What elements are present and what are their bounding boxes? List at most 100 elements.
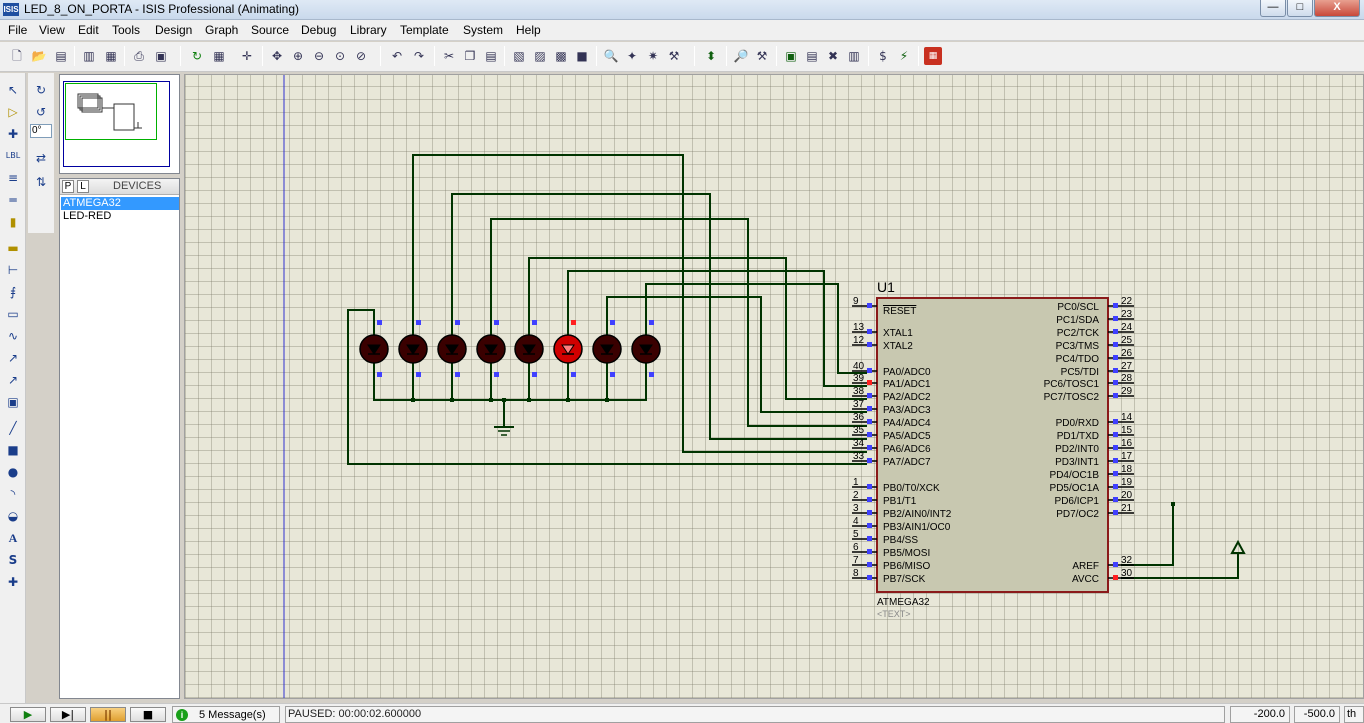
menu-debug[interactable]: Debug: [301, 23, 337, 37]
origin-icon[interactable]: ✛: [241, 49, 253, 63]
package-tool-icon[interactable]: ✷: [647, 49, 659, 63]
block-delete-icon[interactable]: ■: [576, 49, 588, 63]
generator-icon[interactable]: ∿: [7, 329, 19, 343]
rotate-anticlockwise-icon[interactable]: ↺: [35, 105, 47, 119]
overview-window[interactable]: [59, 74, 180, 174]
zoom-all-icon[interactable]: ⊙: [334, 49, 346, 63]
ares-netlist-icon[interactable]: ▦: [924, 47, 942, 65]
rotate-clockwise-icon[interactable]: ↻: [35, 83, 47, 97]
component-mode-icon[interactable]: ▷: [8, 105, 18, 119]
decompose-icon[interactable]: ⚒: [668, 49, 680, 63]
selection-mode-icon[interactable]: ↖: [7, 83, 19, 97]
search-tag-icon[interactable]: 🔎: [733, 49, 749, 63]
mcu-pin-state: [867, 523, 872, 528]
device-list-item[interactable]: LED-RED: [63, 210, 112, 222]
zoom-out-icon[interactable]: ⊖: [313, 49, 325, 63]
copy-icon[interactable]: ❐: [464, 49, 476, 63]
menu-edit[interactable]: Edit: [78, 23, 99, 37]
mcu-pin-state: [867, 445, 872, 450]
undo-icon[interactable]: ↶: [391, 49, 403, 63]
graph-mode-icon[interactable]: ⨎: [9, 285, 17, 299]
cut-icon[interactable]: ✂: [443, 49, 455, 63]
menu-graph[interactable]: Graph: [205, 23, 239, 37]
terminals-icon[interactable]: ▬: [7, 241, 19, 255]
library-manager-button[interactable]: L: [77, 180, 89, 193]
junction-dot-icon[interactable]: ✚: [7, 127, 19, 141]
refresh-icon[interactable]: ↻: [191, 49, 203, 63]
step-button[interactable]: ▶|: [50, 707, 86, 722]
messages-box[interactable]: i 5 Message(s): [172, 706, 280, 723]
arc-tool-icon[interactable]: ◝: [10, 487, 16, 501]
block-copy-icon[interactable]: ▧: [513, 49, 525, 63]
led-pin-marker: [649, 372, 654, 377]
box-tool-icon[interactable]: ■: [7, 443, 19, 457]
marker-tool-icon[interactable]: ✚: [7, 575, 19, 589]
new-file-icon[interactable]: 🗋: [12, 49, 22, 63]
grid-icon[interactable]: ▦: [213, 49, 225, 63]
minimize-button[interactable]: —: [1260, 0, 1286, 17]
zoom-in-icon[interactable]: ⊕: [292, 49, 304, 63]
menu-design[interactable]: Design: [155, 23, 193, 37]
tape-recorder-icon[interactable]: ▭: [7, 307, 19, 321]
stop-button[interactable]: ■: [130, 707, 166, 722]
menu-template[interactable]: Template: [400, 23, 449, 37]
maximize-button[interactable]: □: [1287, 0, 1313, 17]
zoom-area-icon[interactable]: ⊘: [355, 49, 367, 63]
menu-system[interactable]: System: [463, 23, 504, 37]
mcu-pin-state: [1113, 355, 1118, 360]
block-rotate-icon[interactable]: ▩: [555, 49, 567, 63]
voltage-probe-icon[interactable]: ↗: [7, 351, 19, 365]
redo-icon[interactable]: ↷: [413, 49, 425, 63]
play-button[interactable]: ▶: [10, 707, 46, 722]
pick-devices-button[interactable]: P: [62, 180, 74, 193]
import-icon[interactable]: ▥: [83, 49, 95, 63]
pick-device-icon[interactable]: 🔍: [603, 49, 619, 63]
overview-viewport[interactable]: [65, 83, 157, 140]
menu-view[interactable]: View: [39, 23, 65, 37]
remove-sheet-icon[interactable]: ▤: [806, 49, 818, 63]
block-move-icon[interactable]: ▨: [534, 49, 546, 63]
property-assign-icon[interactable]: ⚒: [756, 49, 768, 63]
device-pins-icon[interactable]: ⊢: [7, 263, 19, 277]
print-icon[interactable]: ⎙: [134, 49, 144, 63]
exit-parent-icon[interactable]: ✖: [827, 49, 839, 63]
wire-label-icon[interactable]: LBL: [5, 151, 21, 160]
subcircuit-icon[interactable]: ▮: [9, 215, 17, 229]
current-probe-icon[interactable]: ↗: [7, 373, 19, 387]
symbol-tool-icon[interactable]: S: [8, 553, 18, 567]
close-button[interactable]: X: [1314, 0, 1360, 17]
line-tool-icon[interactable]: ╱: [9, 421, 17, 435]
save-icon[interactable]: ▤: [55, 49, 67, 63]
mirror-horizontal-icon[interactable]: ⇄: [35, 151, 47, 165]
print-area-icon[interactable]: ▣: [155, 49, 167, 63]
rotation-angle-field[interactable]: 0°: [30, 124, 52, 138]
mcu-pin-state: [867, 575, 872, 580]
open-folder-icon[interactable]: 📂: [31, 49, 47, 63]
electrical-check-icon[interactable]: ⚡: [899, 49, 909, 63]
pause-button[interactable]: ||: [90, 707, 126, 722]
menu-source[interactable]: Source: [251, 23, 290, 37]
pan-icon[interactable]: ✥: [271, 49, 283, 63]
menu-help[interactable]: Help: [516, 23, 541, 37]
text-tool-icon[interactable]: A: [8, 531, 18, 545]
menu-file[interactable]: File: [8, 23, 28, 37]
circle-tool-icon[interactable]: ●: [7, 465, 19, 479]
wire-autorouter-icon[interactable]: ⬍: [705, 49, 717, 63]
bill-of-materials-icon[interactable]: $: [879, 49, 887, 63]
buses-icon[interactable]: ═: [9, 193, 17, 207]
paste-icon[interactable]: ▤: [485, 49, 497, 63]
path-tool-icon[interactable]: ◒: [7, 509, 19, 523]
menu-library[interactable]: Library: [350, 23, 387, 37]
make-device-icon[interactable]: ✦: [626, 49, 638, 63]
wire: [645, 283, 867, 374]
mcu-pin-state: [867, 393, 872, 398]
virtual-instruments-icon[interactable]: ▣: [7, 395, 19, 409]
device-list-item[interactable]: ATMEGA32: [61, 197, 179, 210]
export-icon[interactable]: ▦: [105, 49, 117, 63]
menu-tools[interactable]: Tools: [112, 23, 141, 37]
text-script-icon[interactable]: ≡: [7, 171, 19, 185]
goto-sheet-icon[interactable]: ▥: [848, 49, 860, 63]
new-sheet-icon[interactable]: ▣: [785, 49, 797, 63]
mirror-vertical-icon[interactable]: ⇅: [35, 175, 47, 189]
